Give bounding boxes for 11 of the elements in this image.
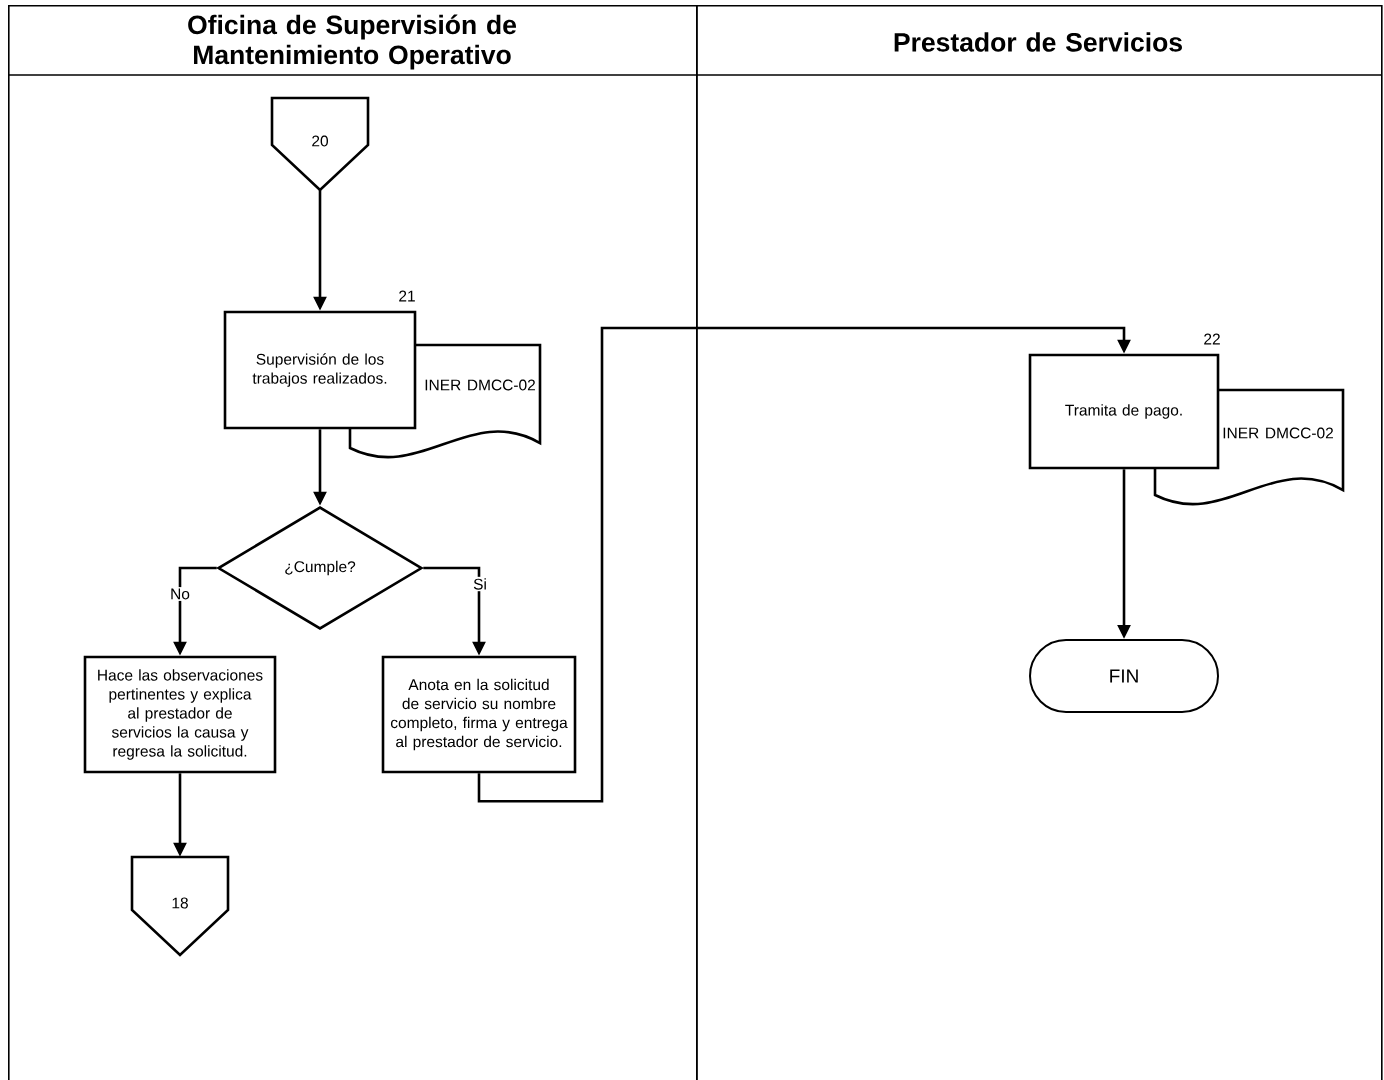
- process-box: Supervisión de los trabajos realizados.: [223, 310, 417, 430]
- arrow: [477, 326, 1131, 803]
- process-box: Hace las observaciones pertinentes y explica al prestador de servicios la causa y regresa la solicitud.: [83, 655, 277, 774]
- terminator: FIN: [1029, 639, 1219, 713]
- step-number: 22: [1204, 333, 1220, 345]
- edge-label: No: [168, 587, 192, 601]
- off-page-connector: 20: [270, 96, 370, 192]
- process-box: Tramita de pago.: [1028, 353, 1220, 470]
- process-box: Anota en la solicitud de servicio su nombre completo, firma y entrega al prestador de servicio.: [381, 655, 577, 774]
- step-number: 21: [399, 290, 415, 302]
- off-page-connector: 18: [130, 855, 230, 957]
